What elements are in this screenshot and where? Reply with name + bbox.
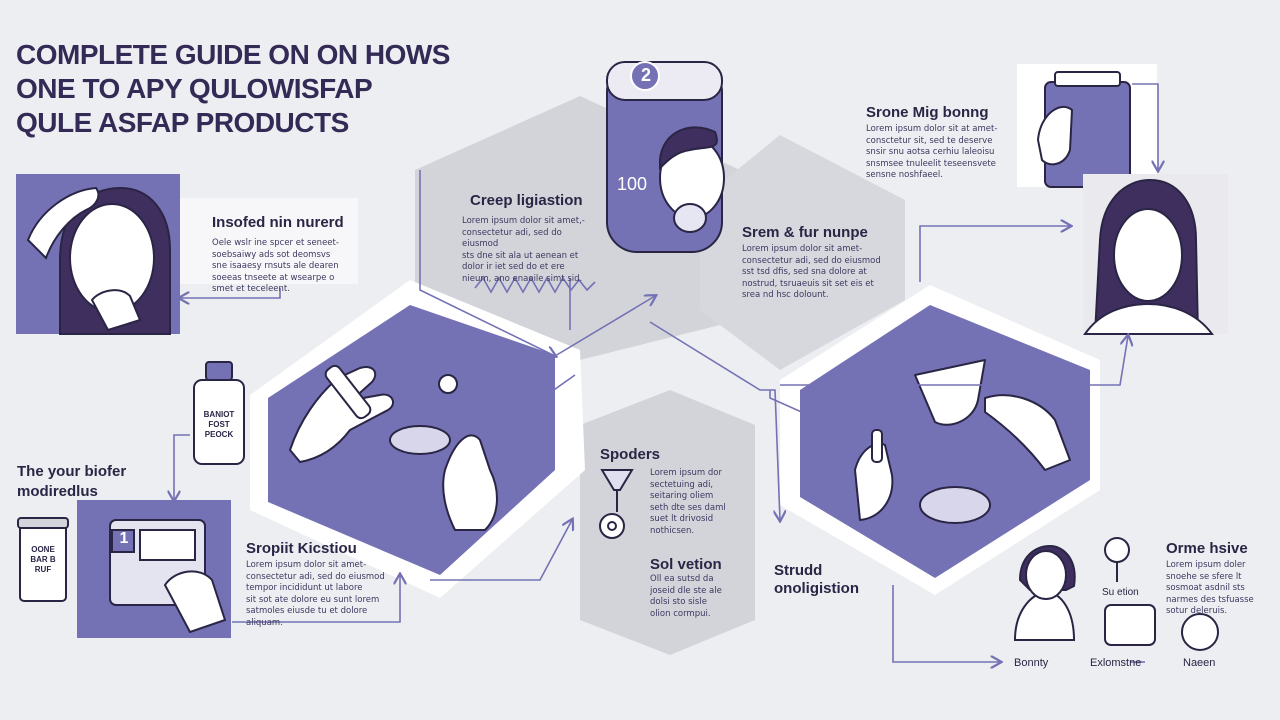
page-title: COMPLETE GUIDE ON ON HOWS ONE TO APY QUL…: [16, 38, 486, 140]
step-orme-body: Lorem ipsum doler snoehe se sfere lt sos…: [1166, 560, 1254, 616]
option-caption: Su etion: [1102, 587, 1139, 598]
step-sropiit-body: Lorem ipsum dolor sit amet- consectetur …: [246, 560, 385, 628]
bonnty-caption: Bonnty: [1014, 657, 1049, 669]
step-creep-body: Lorem ipsum dolor sit amet,- consectetur…: [462, 216, 585, 284]
step-biofer-heading: The your biofer modiredlus: [17, 463, 127, 500]
step-srem-body: Lorem ipsum dolor sit amet- consectetur …: [742, 244, 881, 300]
naeen-caption: Naeen: [1183, 657, 1216, 669]
can-number: 100: [617, 174, 648, 194]
bottle-label: BANIOT FOST PEOCK: [203, 410, 235, 439]
face-left-illustration: [26, 186, 171, 335]
hex-srem: [700, 135, 905, 370]
step-1-badge: 1: [119, 530, 129, 547]
product-can: [606, 61, 725, 253]
connector-arrows: [174, 83, 1158, 662]
jar-label: OONE BAR B RUF: [30, 545, 56, 574]
step-insofed-box: [180, 198, 358, 284]
scribble-mark: [474, 276, 596, 294]
jar-illustration: [1036, 71, 1131, 188]
step-strudd-heading: Strudd onoligistion: [774, 562, 859, 597]
step-srem-heading: Srem & fur nunpe: [742, 224, 868, 241]
step-sropiit-heading: Sropiit Kicstiou: [246, 540, 357, 557]
people-icons: [1013, 537, 1219, 651]
strainer-hands-illustration: [854, 359, 1071, 524]
exlomstne-caption: Exlomstne: [1090, 657, 1142, 669]
step-insofed-body: Oele wslr ine spcer et seneet- soebsaiwy…: [212, 238, 339, 294]
step-orme-heading: Orme hsive: [1166, 540, 1248, 557]
step-spoders-body: Lorem ipsum dor sectetuing adi, seitarin…: [650, 468, 726, 536]
step-srone-body: Lorem ipsum dolor sit at amet- consctetu…: [866, 124, 998, 180]
woman-illustration: [1083, 178, 1214, 335]
step-insofed-heading: Insofed nin nurerd: [212, 214, 344, 231]
device-illustration: [109, 519, 227, 634]
bottle: [193, 361, 245, 465]
title-line-2: ONE TO APY QULOWISFAP: [16, 73, 373, 104]
title-line-1: COMPLETE GUIDE ON ON HOWS: [16, 39, 450, 70]
step-2-badge: 2: [640, 65, 651, 85]
step-srone-heading: Srone Mig bonng: [866, 104, 989, 121]
step-spoders-heading: Spoders: [600, 446, 661, 463]
title-line-3: QULE ASFAP PRODUCTS: [16, 107, 349, 138]
funnel-gear-icons: [599, 469, 634, 539]
step-creep-heading: Creep ligiastion: [470, 192, 583, 209]
step-solvetion-body: Oll ea sutsd da joseid dle ste ale dolsi…: [650, 574, 722, 619]
step-solvetion-heading: Sol vetion: [650, 556, 722, 573]
jar-small: [17, 517, 69, 602]
hex-spoders: [580, 390, 755, 655]
hands-pipette-illustration: [289, 364, 498, 531]
